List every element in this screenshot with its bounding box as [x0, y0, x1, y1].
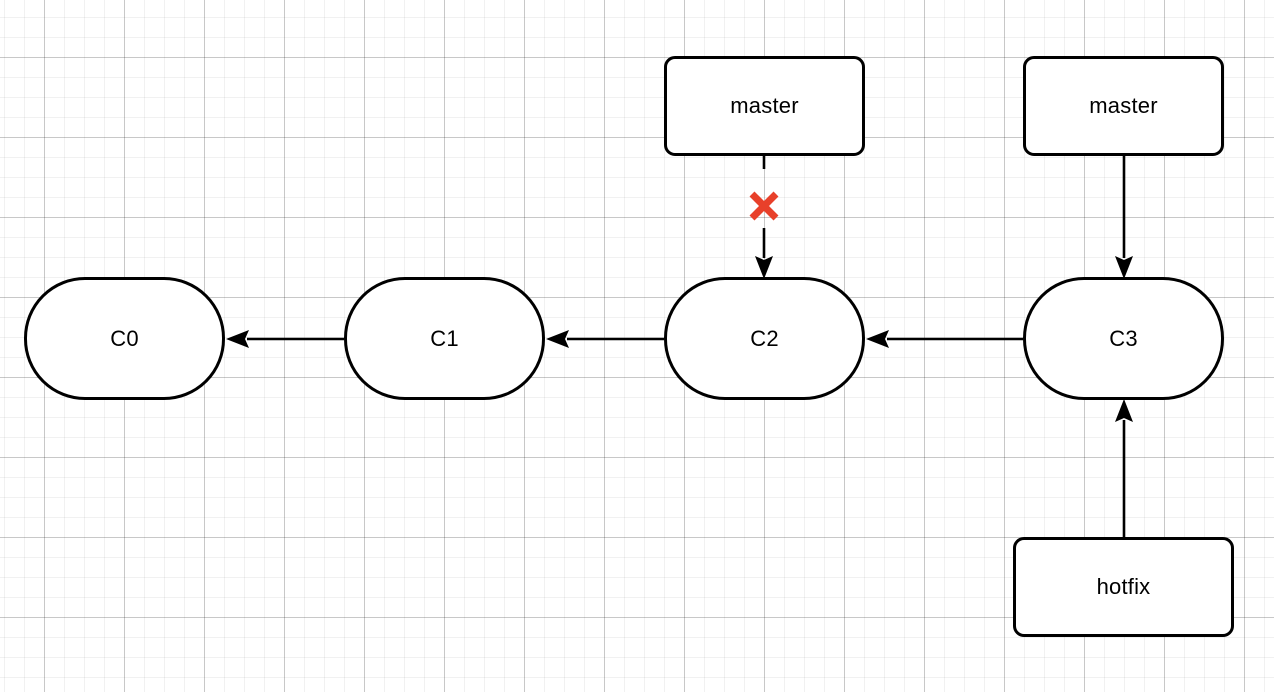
branch-label-master-old: master [730, 93, 799, 118]
commit-label-c3: C3 [1109, 325, 1138, 351]
commit-label-c1: C1 [430, 325, 459, 351]
branch-node-master-old[interactable]: master [664, 56, 865, 156]
commit-node-c3[interactable]: C3 [1023, 277, 1224, 400]
edge-master-new-to-c3 [1115, 156, 1133, 279]
edge-hotfix-to-c3 [1115, 399, 1133, 537]
branch-label-master-new: master [1089, 93, 1158, 118]
edge-c1-to-c0 [226, 330, 344, 348]
severed-link-x-icon [749, 191, 779, 221]
edge-c2-to-c1 [546, 330, 664, 348]
branch-node-master-new[interactable]: master [1023, 56, 1224, 156]
commit-node-c1[interactable]: C1 [344, 277, 545, 400]
commit-label-c2: C2 [750, 325, 779, 351]
edge-c3-to-c2 [866, 330, 1023, 348]
commit-node-c0[interactable]: C0 [24, 277, 225, 400]
branch-node-hotfix[interactable]: hotfix [1013, 537, 1234, 637]
commit-label-c0: C0 [110, 325, 139, 351]
commit-node-c2[interactable]: C2 [664, 277, 865, 400]
branch-label-hotfix: hotfix [1096, 574, 1151, 599]
